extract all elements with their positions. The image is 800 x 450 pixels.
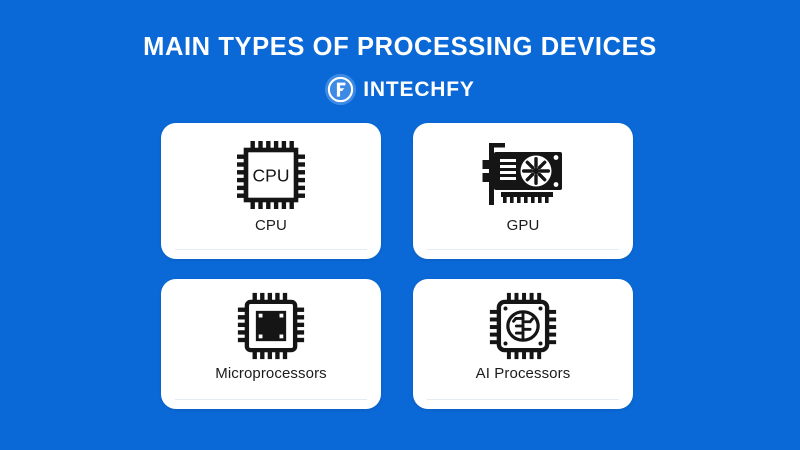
card-label-cpu: CPU [255,216,287,234]
card-label-ai-processors: AI Processors [475,364,571,382]
card-label-microprocessors: Microprocessors [215,364,327,382]
brand-lockup: INTECHFY [325,73,474,107]
intechfy-f-logo-icon [325,74,357,106]
card-label-gpu: GPU [506,216,540,234]
page-title: MAIN TYPES OF PROCESSING DEVICES [143,33,657,61]
card-microprocessors[interactable]: Microprocessors [161,278,381,409]
graphics-card-icon [481,139,565,211]
microprocessor-chip-icon [236,292,306,359]
card-ai-processors[interactable]: AI Processors [413,278,633,409]
poster-header: MAIN TYPES OF PROCESSING DEVICES INTECHF… [0,0,800,107]
device-card-grid: CPU CPU [161,122,639,409]
card-cpu[interactable]: CPU CPU [161,122,381,259]
svg-text:CPU: CPU [253,165,290,185]
brand-name: INTECHFY [363,78,475,102]
card-divider [175,248,367,250]
card-divider [427,248,619,250]
card-gpu[interactable]: GPU [413,122,633,259]
cpu-chip-icon: CPU [234,139,308,211]
card-divider [175,398,367,400]
card-divider [427,398,619,400]
ai-brain-chip-icon [488,292,558,359]
